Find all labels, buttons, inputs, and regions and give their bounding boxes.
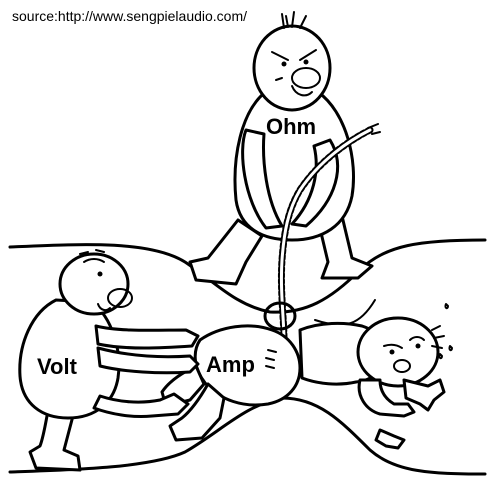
source-credit: source:http://www.sengpielaudio.com/ [12, 8, 248, 24]
volt-character [18, 249, 200, 472]
volt-label: Volt [37, 354, 78, 379]
ohm-character [188, 11, 374, 286]
ohm-label: Ohm [266, 114, 316, 139]
amp-label: Amp [206, 352, 255, 377]
amp-character [160, 303, 453, 450]
